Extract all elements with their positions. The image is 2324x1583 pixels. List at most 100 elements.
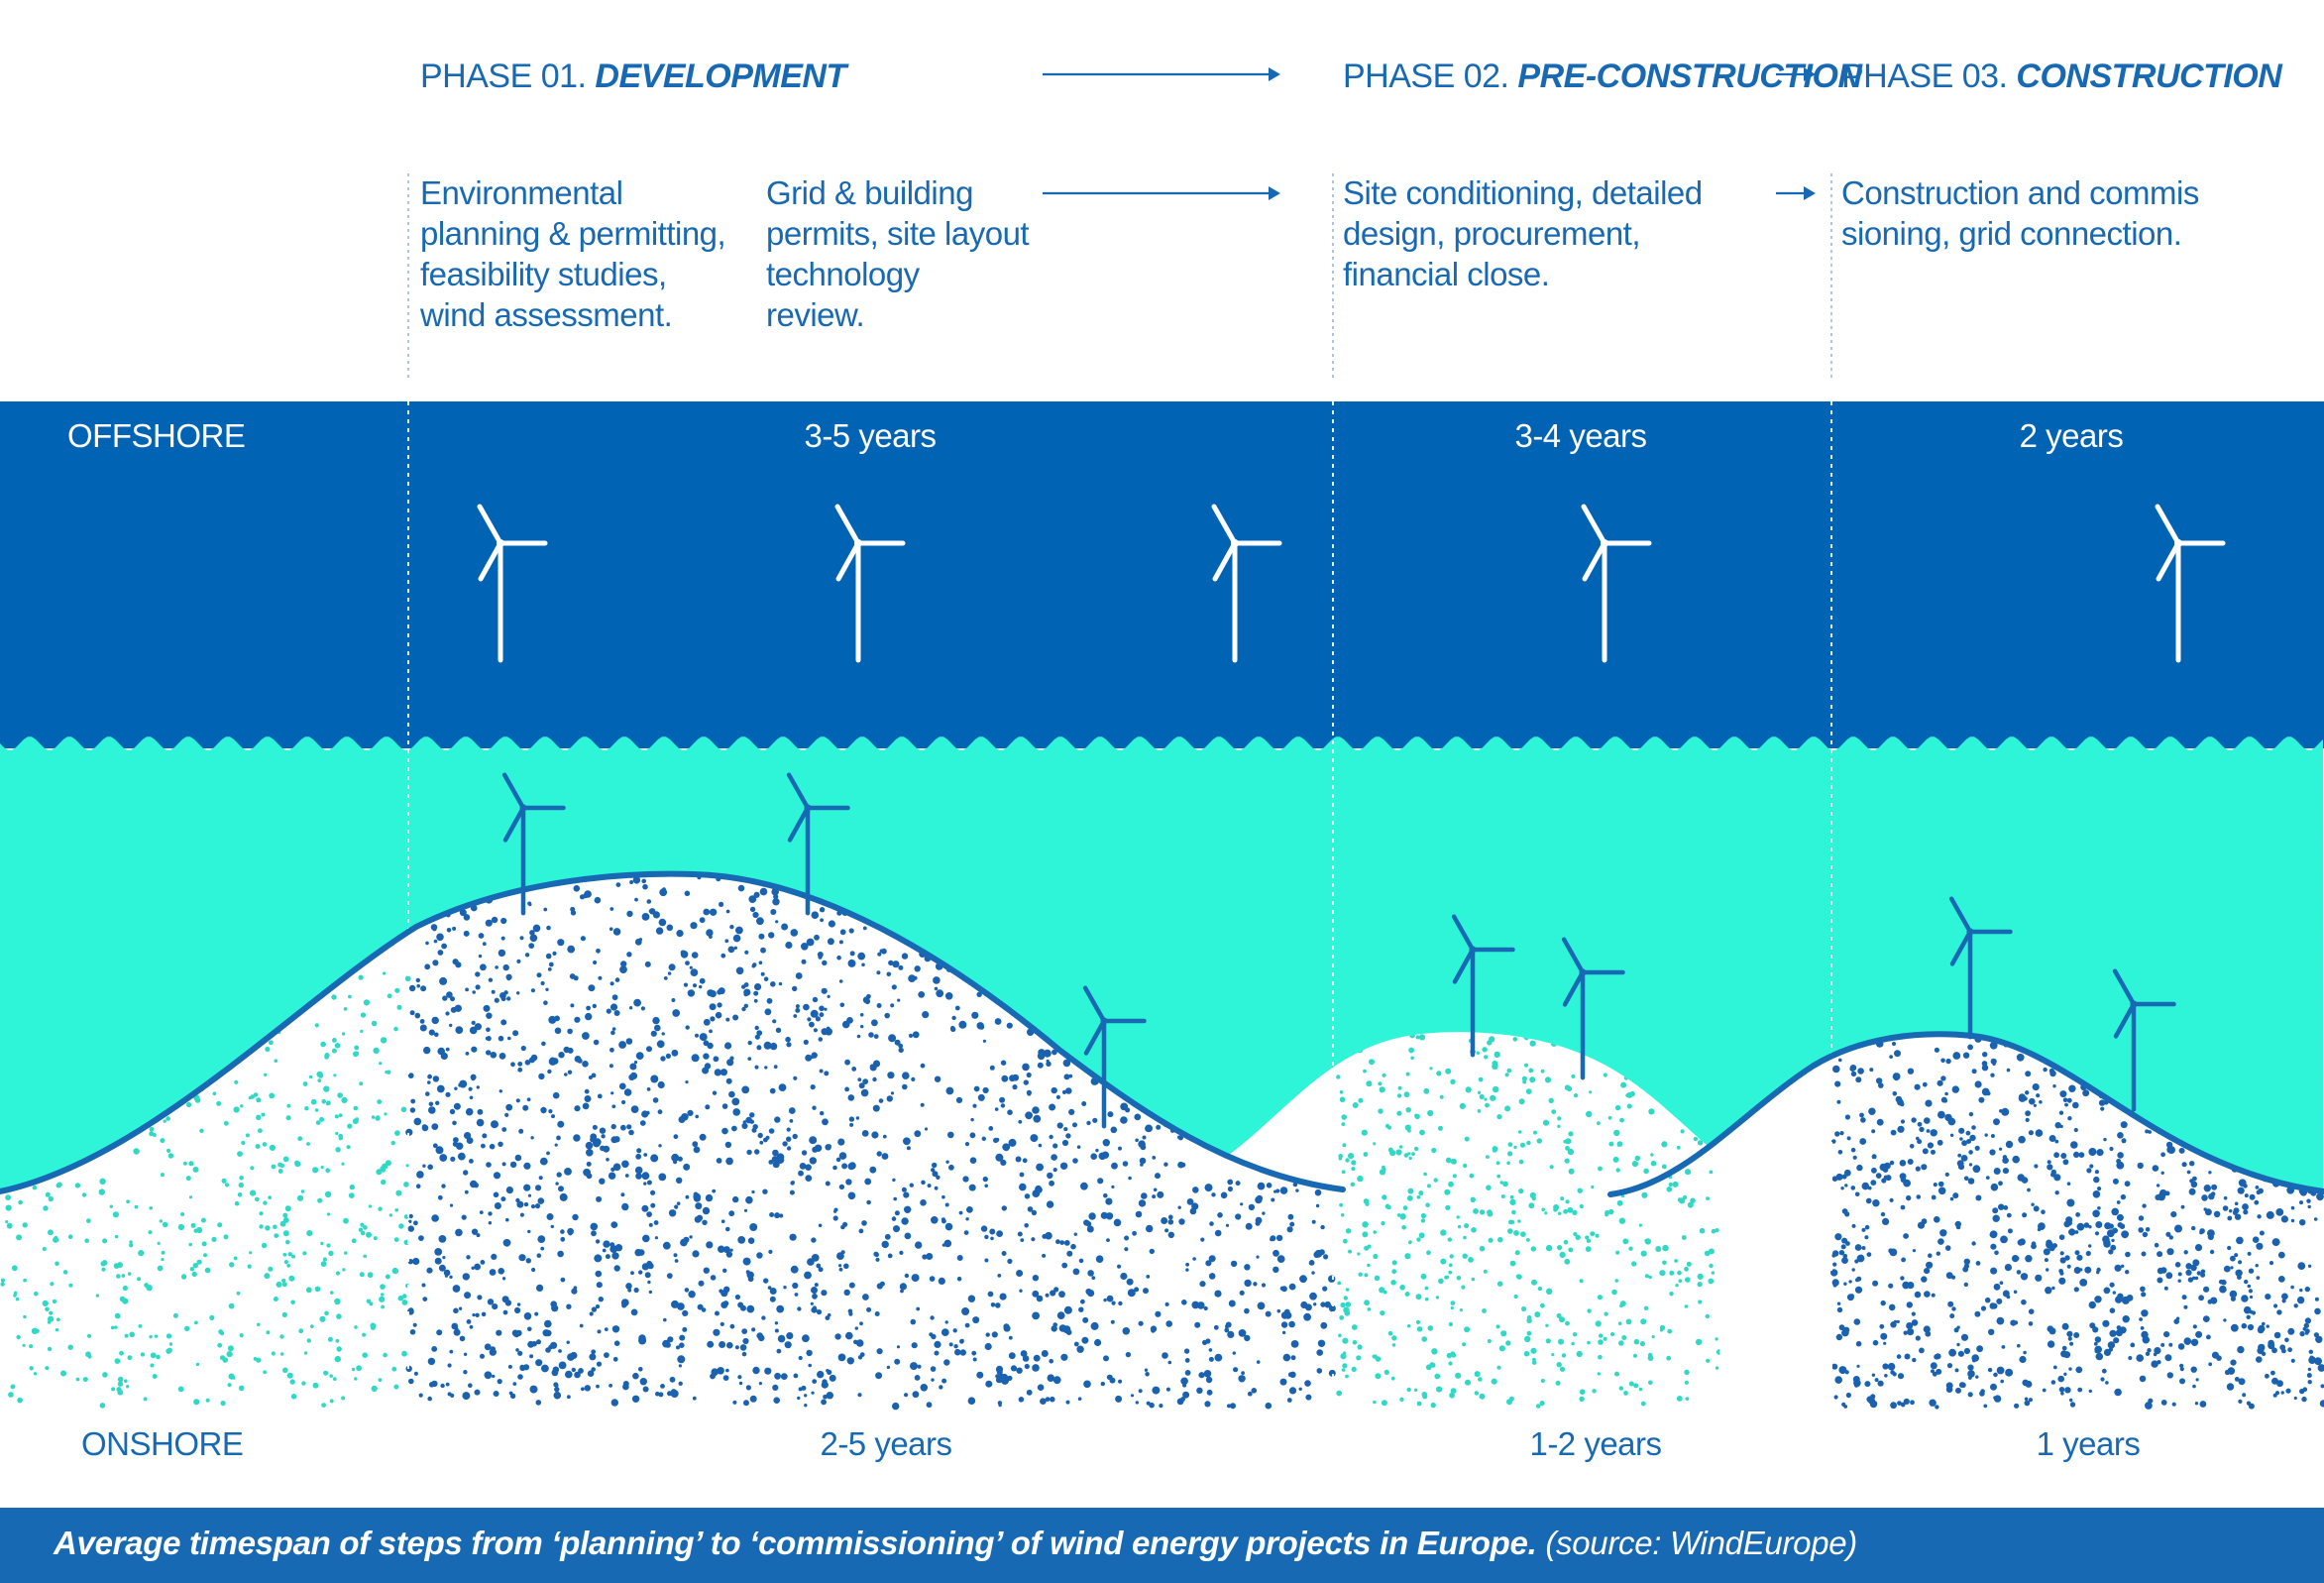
land-dot bbox=[1564, 1258, 1571, 1265]
land-dot bbox=[1897, 1401, 1902, 1406]
land-dot bbox=[1987, 1367, 1993, 1373]
land-dot bbox=[713, 1328, 720, 1336]
land-dot bbox=[1574, 1093, 1579, 1098]
land-dot bbox=[2084, 1266, 2092, 1274]
land-dot bbox=[722, 1246, 730, 1254]
land-dot bbox=[1840, 1187, 1844, 1190]
land-dot bbox=[720, 953, 726, 959]
land-dot bbox=[2112, 1178, 2119, 1185]
land-dot bbox=[1052, 1143, 1058, 1149]
land-dot bbox=[1001, 1074, 1009, 1082]
land-dot bbox=[586, 1005, 591, 1011]
land-dot bbox=[523, 1184, 531, 1191]
land-dot bbox=[255, 1144, 261, 1149]
land-dot bbox=[1450, 1300, 1456, 1305]
land-dot bbox=[591, 1349, 597, 1355]
land-dot bbox=[55, 1261, 59, 1267]
land-dot bbox=[2028, 1308, 2035, 1314]
land-dot bbox=[510, 1062, 515, 1068]
land-dot bbox=[615, 882, 621, 887]
land-dot bbox=[972, 1103, 977, 1108]
land-dot bbox=[1087, 1290, 1095, 1298]
land-dot bbox=[605, 1254, 610, 1260]
land-dot bbox=[1203, 1370, 1212, 1378]
land-dot bbox=[1345, 1158, 1350, 1163]
land-dot bbox=[1228, 1300, 1236, 1307]
land-dot bbox=[285, 1239, 290, 1245]
land-dot bbox=[488, 1211, 493, 1216]
land-dot bbox=[606, 1158, 609, 1162]
land-dot bbox=[2314, 1297, 2319, 1301]
land-dot bbox=[624, 1174, 629, 1178]
land-dot bbox=[641, 1204, 649, 1212]
land-dot bbox=[5, 1204, 12, 1211]
land-dot bbox=[2002, 1290, 2010, 1298]
land-dot bbox=[1992, 1207, 1999, 1214]
land-dot bbox=[668, 963, 676, 971]
land-dot bbox=[691, 952, 699, 959]
land-dot bbox=[504, 1112, 509, 1117]
land-dot bbox=[1854, 1286, 1863, 1294]
land-dot bbox=[1007, 1375, 1013, 1382]
land-dot bbox=[742, 1257, 751, 1266]
land-dot bbox=[2013, 1290, 2018, 1295]
land-dot bbox=[408, 1213, 413, 1219]
wind-turbine-icon bbox=[2155, 504, 2226, 663]
land-dot bbox=[1167, 1214, 1173, 1220]
land-dot bbox=[262, 1142, 268, 1147]
land-dot bbox=[306, 1230, 313, 1237]
land-dot bbox=[1529, 1040, 1536, 1047]
land-dot bbox=[1969, 1134, 1976, 1142]
wind-turbine-icon bbox=[2112, 968, 2176, 1112]
phase-02-prefix: PHASE 02. bbox=[1343, 57, 1518, 95]
land-dot bbox=[890, 1003, 895, 1008]
land-dot bbox=[483, 1004, 491, 1012]
land-dot bbox=[1019, 1289, 1023, 1293]
land-dot bbox=[851, 1067, 857, 1072]
land-dot bbox=[1448, 1321, 1454, 1327]
land-dot bbox=[2164, 1354, 2172, 1362]
land-dot bbox=[966, 1206, 973, 1213]
land-dot bbox=[2036, 1093, 2041, 1098]
land-dot bbox=[875, 1372, 883, 1380]
wind-turbine-icon bbox=[1082, 985, 1147, 1129]
land-dot bbox=[1993, 1118, 2000, 1126]
land-dot bbox=[1889, 1248, 1898, 1257]
land-dot bbox=[397, 1295, 404, 1301]
land-dot bbox=[1435, 1296, 1440, 1300]
land-dot bbox=[2114, 1388, 2122, 1397]
land-dot bbox=[1513, 1145, 1517, 1150]
land-dot bbox=[1474, 1371, 1481, 1378]
land-dot bbox=[1512, 1037, 1518, 1042]
land-dot bbox=[973, 1085, 980, 1092]
land-dot bbox=[2041, 1209, 2046, 1214]
land-dot bbox=[737, 1375, 742, 1380]
land-dot bbox=[1496, 1114, 1502, 1120]
land-dot bbox=[589, 1311, 594, 1316]
land-dot bbox=[362, 1332, 367, 1337]
land-dot bbox=[814, 1144, 823, 1153]
land-dot bbox=[332, 1377, 337, 1381]
land-dot bbox=[1586, 1110, 1593, 1118]
land-dot bbox=[2201, 1194, 2208, 1201]
land-dot bbox=[2028, 1321, 2034, 1326]
land-dot bbox=[2154, 1347, 2161, 1355]
land-dot bbox=[1882, 1363, 1889, 1370]
land-dot bbox=[1220, 1191, 1228, 1199]
land-dot bbox=[1107, 1111, 1114, 1118]
land-dot bbox=[501, 1162, 506, 1167]
land-dot bbox=[888, 960, 894, 966]
land-dot bbox=[500, 1196, 506, 1202]
land-dot bbox=[491, 1120, 498, 1129]
land-dot bbox=[775, 1027, 782, 1034]
land-dot bbox=[543, 1000, 548, 1005]
land-dot bbox=[804, 1394, 808, 1398]
land-dot bbox=[150, 1352, 157, 1359]
land-dot bbox=[1832, 1283, 1837, 1288]
land-dot bbox=[238, 1385, 245, 1392]
land-dot bbox=[420, 985, 427, 992]
land-dot bbox=[753, 891, 760, 898]
land-dot bbox=[1906, 1322, 1914, 1329]
land-dot bbox=[211, 1236, 217, 1242]
land-dot bbox=[2094, 1296, 2102, 1303]
